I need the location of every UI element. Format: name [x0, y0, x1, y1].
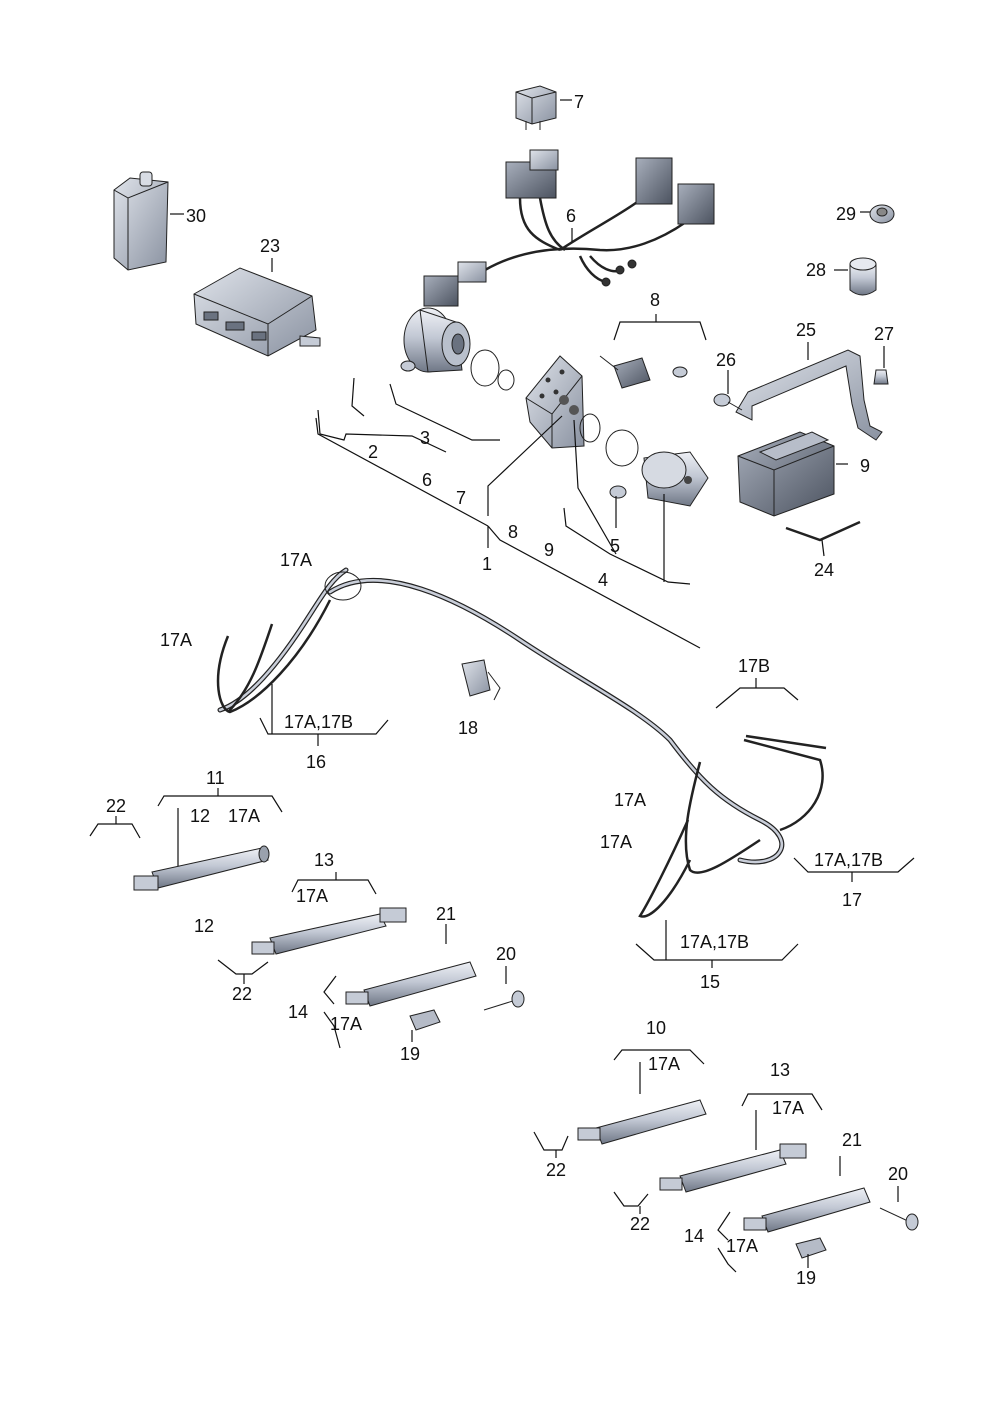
label-24: 24: [814, 560, 834, 580]
label-20-right: 20: [888, 1164, 908, 1184]
label-3: 3: [420, 428, 430, 448]
label-22-2: 22: [232, 984, 252, 1004]
label-17: 17: [842, 890, 862, 910]
label-7-bracket: 7: [456, 488, 466, 508]
label-8-top: 8: [650, 290, 660, 310]
hex-key-part: [785, 520, 861, 542]
label-30: 30: [186, 206, 206, 226]
o-ring-part: [400, 349, 515, 391]
label-17a-3: 17A: [614, 790, 646, 810]
label-25: 25: [796, 320, 816, 340]
label-2: 2: [368, 442, 378, 462]
bolt-part-26: [713, 393, 743, 411]
label-17a-1: 17A: [280, 550, 312, 570]
label-19-left: 19: [400, 1044, 420, 1064]
label-13-right: 13: [770, 1060, 790, 1080]
leader-lines: [89, 99, 915, 1273]
label-13-right-sub: 17A: [772, 1098, 804, 1118]
pump-cover-part: [737, 431, 835, 517]
wiring-harness-part: [423, 149, 715, 307]
bolt-part-20-left: [483, 990, 525, 1011]
lift-cylinder-13-right: [659, 1143, 807, 1193]
label-4: 4: [598, 570, 608, 590]
nut-part-29: [869, 204, 895, 224]
label-22-4: 22: [630, 1214, 650, 1234]
label-11-sub-17a: 17A: [228, 806, 260, 826]
label-26: 26: [716, 350, 736, 370]
label-14-left-sub: 17A: [330, 1014, 362, 1034]
valve-block-part: [525, 355, 585, 449]
label-15: 15: [700, 972, 720, 992]
hydraulic-fluid-can-part: [113, 171, 169, 271]
label-17a-2: 17A: [160, 630, 192, 650]
pin-part-27: [873, 369, 889, 385]
label-20-left: 20: [496, 944, 516, 964]
label-16-sub: 17A,17B: [284, 712, 353, 732]
label-21-left: 21: [436, 904, 456, 924]
lift-cylinder-11: [133, 845, 270, 891]
label-27: 27: [874, 324, 894, 344]
lift-cylinder-13-left: [251, 907, 407, 955]
label-5: 5: [610, 536, 620, 556]
label-9-bracket: 9: [544, 540, 554, 560]
bushing-part-28: [849, 257, 877, 296]
pressure-switch-part: [599, 355, 688, 389]
label-22-1: 22: [106, 796, 126, 816]
label-9-right: 9: [860, 456, 870, 476]
label-23: 23: [260, 236, 280, 256]
label-6-top: 6: [566, 206, 576, 226]
hydraulic-hose-right-loop: [638, 734, 827, 918]
relay-part: [515, 85, 557, 130]
lift-cylinder-10: [577, 1099, 707, 1145]
lift-cylinder-14-left: [345, 961, 477, 1031]
label-11-sub-12: 12: [190, 806, 210, 826]
control-unit-part: [193, 267, 321, 357]
label-22-3: 22: [546, 1160, 566, 1180]
label-13-left: 13: [314, 850, 334, 870]
label-10: 10: [646, 1018, 666, 1038]
label-18: 18: [458, 718, 478, 738]
label-14-right-sub: 17A: [726, 1236, 758, 1256]
label-14-left: 14: [288, 1002, 308, 1022]
label-7-top: 7: [574, 92, 584, 112]
label-17a-4: 17A: [600, 832, 632, 852]
label-8-bracket: 8: [508, 522, 518, 542]
label-12-bottom: 12: [194, 916, 214, 936]
reservoir-part: [579, 413, 709, 507]
label-19-right: 19: [796, 1268, 816, 1288]
label-28: 28: [806, 260, 826, 280]
label-16: 16: [306, 752, 326, 772]
label-21-right: 21: [842, 1130, 862, 1150]
bolt-part-20-right: [879, 1207, 919, 1231]
callout-labels: 7 30 6 23 29 28 8 25 27 26 3 2 9 6 7 8 9…: [106, 92, 908, 1288]
label-15-sub: 17A,17B: [680, 932, 749, 952]
label-29: 29: [836, 204, 856, 224]
hose-clamp-part-18: [461, 659, 501, 701]
lift-cylinder-14-right: [743, 1187, 871, 1259]
label-11: 11: [206, 768, 225, 788]
hydraulic-hose-left-loop: [216, 599, 332, 714]
label-1: 1: [482, 554, 492, 574]
label-17-sub: 17A,17B: [814, 850, 883, 870]
label-17b: 17B: [738, 656, 770, 676]
bracket-part: [735, 349, 883, 441]
hydraulic-hose-main: [217, 567, 785, 865]
pump-motor-part: [403, 307, 471, 373]
label-14-right: 14: [684, 1226, 704, 1246]
label-10-sub: 17A: [648, 1054, 680, 1074]
label-13-left-sub: 17A: [296, 886, 328, 906]
label-6-bracket: 6: [422, 470, 432, 490]
